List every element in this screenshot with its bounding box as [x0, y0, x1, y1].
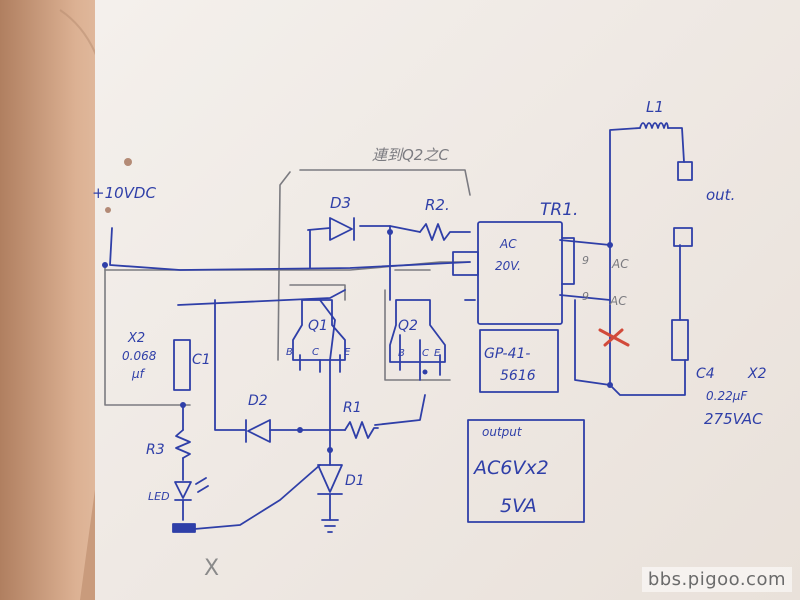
- label-tr-pin9b: 9: [582, 290, 589, 303]
- label-note-top: 連到Q2之C: [372, 146, 449, 164]
- label-tr1: TR1.: [540, 200, 578, 220]
- label-led: LED: [148, 490, 170, 503]
- label-q1-c: C: [312, 347, 319, 358]
- label-r3: R3: [146, 442, 165, 458]
- label-q2-c: C: [422, 348, 429, 359]
- label-tr-pin9a: 9: [582, 254, 589, 267]
- label-l1: L1: [646, 98, 664, 116]
- pencil-wires: [104, 169, 471, 406]
- diode-d2-symbol: [245, 419, 271, 443]
- label-r1: R1: [343, 400, 362, 416]
- label-q2-b: B: [398, 348, 405, 359]
- resistor-r1-symbol: [344, 421, 379, 439]
- capacitor-c4-symbol: [671, 319, 689, 361]
- resistor-r3-symbol: [175, 429, 191, 459]
- output-terminal-top: [677, 161, 693, 181]
- capacitor-c1-symbol: [173, 339, 191, 391]
- label-x2-right: X2: [747, 366, 767, 382]
- paper-stains: [105, 158, 132, 213]
- label-out-box-3: 5VA: [500, 495, 537, 517]
- transistor-q1-symbol: [292, 299, 346, 361]
- label-supply: +10VDC: [92, 184, 156, 202]
- label-tr-20v: 20V.: [495, 259, 521, 273]
- label-tr-ac: AC: [499, 237, 517, 251]
- paper-sheet: [95, 0, 800, 600]
- label-r2: R2.: [425, 196, 450, 214]
- resistor-r2-symbol: [419, 223, 471, 241]
- output-terminal-bottom: [673, 227, 693, 247]
- ink-wires: [109, 127, 686, 531]
- label-q1-b: B: [286, 347, 293, 358]
- label-out-box-1: output: [482, 425, 523, 439]
- label-c4-value-2: 275VAC: [704, 410, 763, 428]
- label-d2: D2: [248, 393, 268, 409]
- diagram-labels: +10VDC 連到Q2之C D3 R2. TR1. AC 20V. 9 AC 9…: [92, 98, 767, 581]
- label-c4-value-1: 0.22μF: [706, 389, 748, 403]
- led-base-symbol: [172, 523, 196, 533]
- label-c4: C4: [696, 366, 715, 382]
- label-d1: D1: [345, 473, 365, 489]
- junction-dots: [102, 229, 613, 453]
- label-x2-left: X2: [127, 331, 145, 346]
- red-mark: [598, 328, 630, 347]
- ground-symbol: [321, 519, 339, 533]
- label-part-2: 5616: [500, 368, 536, 384]
- label-q2-e: E: [434, 348, 441, 359]
- label-tr-ac-a: AC: [611, 257, 629, 271]
- label-q1: Q1: [308, 318, 328, 334]
- label-q2: Q2: [398, 318, 418, 334]
- label-out: out.: [706, 186, 735, 204]
- transformer-tr1-box: [477, 221, 563, 325]
- label-tr-ac-b: AC: [609, 294, 627, 308]
- output-info-box: [467, 419, 585, 523]
- led-symbol: [174, 477, 209, 501]
- label-part-1: GP-41-: [484, 346, 530, 362]
- label-q1-e: E: [344, 347, 351, 358]
- relay-part-box: [479, 329, 559, 393]
- transistor-q2-symbol: [389, 299, 446, 363]
- label-out-box-2: AC6Vx2: [472, 457, 549, 479]
- diode-d1-symbol: [317, 464, 343, 495]
- diode-d3-symbol: [329, 217, 355, 241]
- label-c1-value-2: μf: [131, 367, 146, 381]
- inductor-l1-symbol: [639, 122, 669, 129]
- watermark: bbs.pigoo.com: [641, 567, 792, 592]
- label-c1-value-1: 0.068: [122, 349, 157, 363]
- label-d3: D3: [330, 194, 351, 212]
- label-c1: C1: [192, 352, 211, 368]
- label-x-mark: X: [204, 556, 219, 581]
